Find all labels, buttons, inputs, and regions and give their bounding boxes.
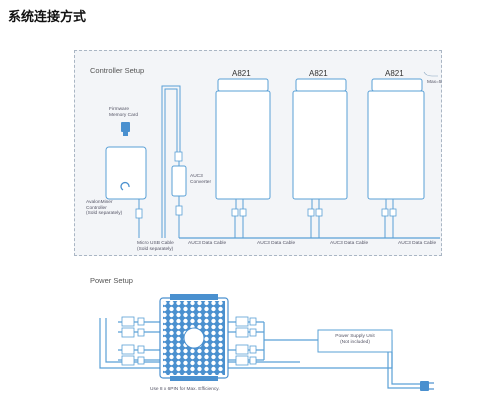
controller-device xyxy=(105,146,147,200)
miner-3 xyxy=(367,78,425,238)
converter-label: AUC3 Converter xyxy=(190,174,212,185)
converter-top-plug xyxy=(174,151,183,162)
max-note: Max=5 xyxy=(427,80,442,85)
miner-2 xyxy=(292,78,348,238)
firmware-card-icon xyxy=(121,122,130,136)
plug-icon xyxy=(420,381,434,391)
firmware-card-label: Firmware Memory Card xyxy=(109,107,139,118)
left-connector-block xyxy=(121,316,145,366)
right-connector-block xyxy=(235,316,257,366)
auc3-converter xyxy=(171,161,187,238)
controller-label: AvalonMiner Controller (Sold separately) xyxy=(86,200,123,216)
max-bracket xyxy=(423,71,438,77)
power-setup-title: Power Setup xyxy=(90,276,133,285)
data-cable-label-2: AUC3 Data Cable xyxy=(257,241,296,246)
data-cable-label-1: AUC3 Data Cable xyxy=(188,241,227,246)
data-cable-label-4: AUC3 Data Cable xyxy=(398,241,437,246)
page-heading: 系统连接方式 xyxy=(8,10,87,25)
miner-1-model: A821 xyxy=(232,69,251,78)
miner-3-model: A821 xyxy=(385,69,404,78)
power-wiring xyxy=(99,318,420,389)
usb-cable-label: Micro USB Cable (Sold separately) xyxy=(137,241,174,252)
controller-setup-title: Controller Setup xyxy=(90,66,145,75)
efficiency-note: Use 8 x 6PIN for Max. Efficiency. xyxy=(150,387,220,392)
miner-top-view xyxy=(159,294,229,381)
miner-1 xyxy=(215,78,271,238)
miner-2-model: A821 xyxy=(309,69,328,78)
data-cable-label-3: AUC3 Data Cable xyxy=(330,241,369,246)
controller-usb-connector xyxy=(135,199,143,238)
psu-label: Power Supply Unit (Not included) xyxy=(335,334,375,345)
power-supply-unit xyxy=(317,329,393,353)
usb-cable xyxy=(161,85,181,238)
